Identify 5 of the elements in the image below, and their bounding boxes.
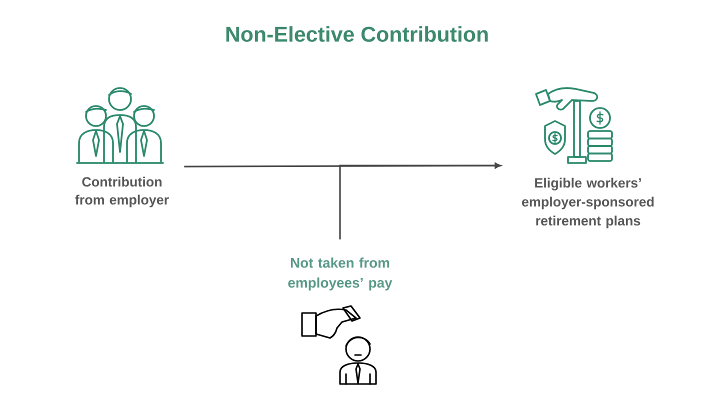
title: Non-Elective Contribution [226,26,488,42]
text-label: Not taken from employees’ pay [288,258,392,290]
text-label: Eligible workers’ employer-sponsored retirement plans [522,178,654,228]
text-label: Contribution from employer [75,176,169,208]
arrow [339,162,501,240]
